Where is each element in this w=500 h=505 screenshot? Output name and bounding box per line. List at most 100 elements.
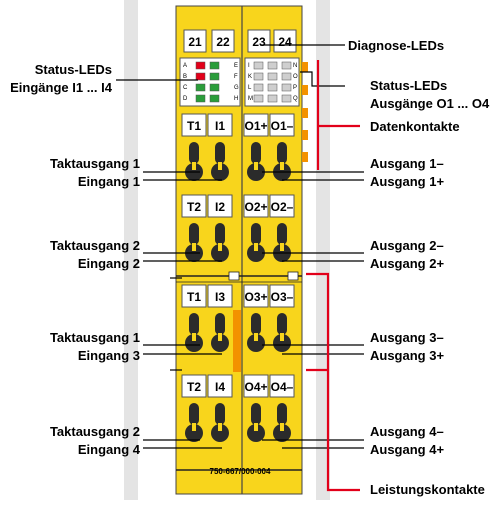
- led-0-3: [267, 61, 278, 70]
- terminal-number-24: 24: [278, 35, 292, 49]
- release-slot[interactable]: [215, 142, 225, 164]
- data-contacts: [302, 62, 308, 162]
- release-slot[interactable]: [251, 403, 261, 425]
- wire-entry[interactable]: [185, 424, 203, 442]
- top-number-row: 21 22 23 24: [183, 29, 297, 53]
- wire-entry[interactable]: [211, 424, 229, 442]
- terminal-label: O1+: [244, 119, 267, 133]
- release-slot[interactable]: [189, 223, 199, 245]
- wire-entry[interactable]: [247, 334, 265, 352]
- terminal-label-box: [181, 194, 207, 218]
- terminal-label: O4+: [244, 380, 267, 394]
- terminal-label: T2: [187, 380, 201, 394]
- left-label: Status-LEDs: [35, 62, 112, 77]
- led-1-3: [267, 72, 278, 81]
- led-1-2: [253, 72, 264, 81]
- terminal-label-box: [243, 284, 269, 308]
- terminal-label: T1: [187, 290, 201, 304]
- terminal-label-box: [181, 284, 207, 308]
- led-2-0: [195, 83, 206, 92]
- right-label: Ausgang 1+: [370, 174, 444, 189]
- terminal-number-22: 22: [216, 35, 230, 49]
- wire-entry[interactable]: [211, 244, 229, 262]
- release-slot[interactable]: [277, 142, 287, 164]
- release-slot[interactable]: [189, 313, 199, 335]
- release-slot[interactable]: [215, 403, 225, 425]
- release-slot[interactable]: [277, 403, 287, 425]
- led-1-0: [195, 72, 206, 81]
- right-label: Ausgang 2–: [370, 238, 444, 253]
- svg-text:E: E: [234, 63, 238, 69]
- release-slot[interactable]: [215, 313, 225, 335]
- release-slot[interactable]: [277, 223, 287, 245]
- terminal-label-box: [207, 284, 233, 308]
- terminal-label: T2: [187, 200, 201, 214]
- led-1-4: [281, 72, 292, 81]
- led-2-3: [267, 83, 278, 92]
- left-label: Taktausgang 1: [50, 156, 140, 171]
- wire-entry[interactable]: [273, 334, 291, 352]
- led-2-4: [281, 83, 292, 92]
- right-label: Ausgang 3+: [370, 348, 444, 363]
- led-3-3: [267, 94, 278, 103]
- svg-text:H: H: [234, 96, 238, 102]
- release-slot[interactable]: [251, 313, 261, 335]
- led-1-1: [209, 72, 220, 81]
- svg-text:F: F: [234, 74, 238, 80]
- terminal-label-box: [181, 113, 207, 137]
- wire-entry[interactable]: [247, 163, 265, 181]
- led-2-2: [253, 83, 264, 92]
- release-slot[interactable]: [277, 313, 287, 335]
- terminal-label-box: [269, 374, 295, 398]
- right-label: Ausgänge O1 ... O4: [370, 96, 490, 111]
- svg-text:Q: Q: [293, 96, 298, 102]
- terminal-label-box: [269, 113, 295, 137]
- terminal-label: O4–: [271, 380, 294, 394]
- left-label: Eingang 2: [78, 256, 140, 271]
- terminal-label-box: [181, 374, 207, 398]
- right-label: Status-LEDs: [370, 78, 447, 93]
- terminal-label-box: [243, 194, 269, 218]
- wire-entry[interactable]: [273, 424, 291, 442]
- release-slot[interactable]: [215, 223, 225, 245]
- wire-entry[interactable]: [211, 163, 229, 181]
- right-label: Ausgang 4+: [370, 442, 444, 457]
- release-slot[interactable]: [189, 403, 199, 425]
- right-label: Ausgang 4–: [370, 424, 444, 439]
- led-3-1: [209, 94, 220, 103]
- led-3-4: [281, 94, 292, 103]
- wire-entry[interactable]: [185, 334, 203, 352]
- left-label: Eingang 1: [78, 174, 140, 189]
- svg-text:L: L: [248, 85, 252, 91]
- terminal-label: T1: [187, 119, 201, 133]
- terminal-label-box: [207, 113, 233, 137]
- wire-entry[interactable]: [247, 244, 265, 262]
- led-3-0: [195, 94, 206, 103]
- wire-entry[interactable]: [211, 334, 229, 352]
- svg-text:O: O: [293, 74, 298, 80]
- right-label: Ausgang 1–: [370, 156, 444, 171]
- left-label: Eingänge I1 ... I4: [10, 80, 113, 95]
- release-slot[interactable]: [251, 142, 261, 164]
- terminal-label: O1–: [271, 119, 294, 133]
- left-label: Taktausgang 1: [50, 330, 140, 345]
- power-jumper: [233, 310, 241, 372]
- release-slot[interactable]: [189, 142, 199, 164]
- wire-entry[interactable]: [247, 424, 265, 442]
- release-slot[interactable]: [251, 223, 261, 245]
- terminal-label-box: [207, 374, 233, 398]
- terminal-label-box: [243, 113, 269, 137]
- svg-text:P: P: [293, 85, 297, 91]
- part-number: 750-667/000-004: [210, 467, 271, 476]
- led-2-1: [209, 83, 220, 92]
- svg-text:B: B: [183, 74, 187, 80]
- led-0-1: [209, 61, 220, 70]
- terminal-label-box: [269, 194, 295, 218]
- terminal-number-23: 23: [252, 35, 266, 49]
- left-label: Eingang 3: [78, 348, 140, 363]
- svg-text:I: I: [248, 63, 250, 69]
- svg-text:D: D: [183, 96, 188, 102]
- left-label: Taktausgang 2: [50, 424, 140, 439]
